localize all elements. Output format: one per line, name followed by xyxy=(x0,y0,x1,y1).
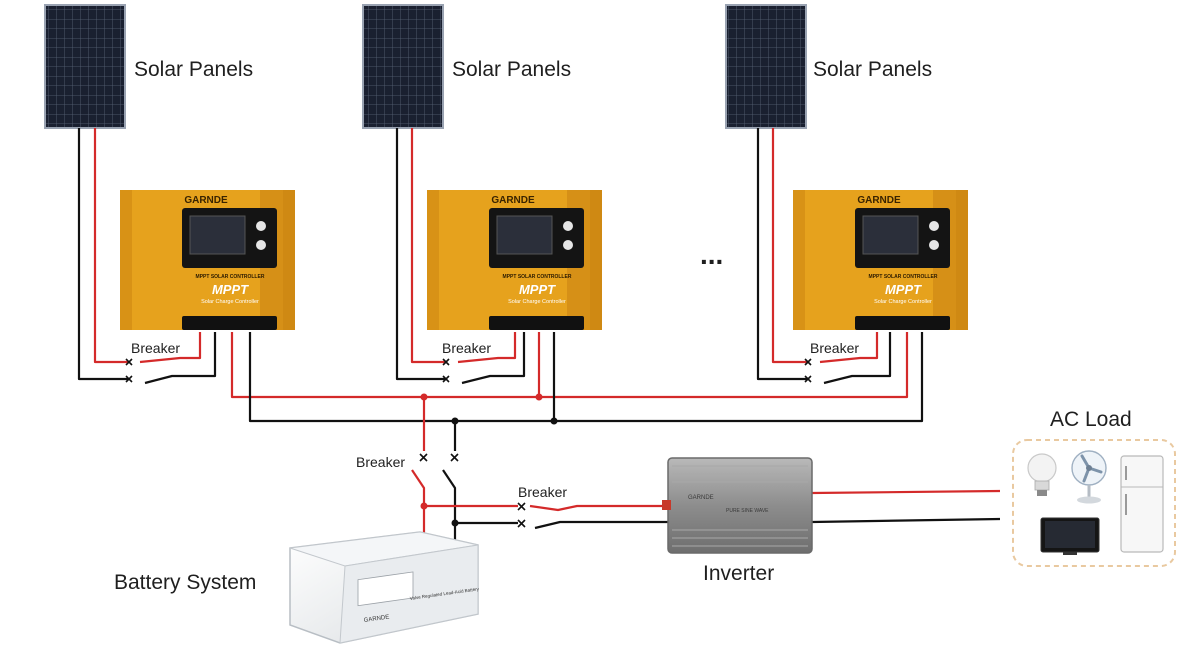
battery-brand: GARNDE xyxy=(363,614,389,624)
inverter-brand: GARNDE xyxy=(688,495,714,501)
breaker-label-1: Breaker xyxy=(131,340,180,356)
light-bulb-icon xyxy=(1027,453,1057,496)
controller-line: MPPT SOLAR CONTROLLER xyxy=(196,274,265,280)
inverter-plate-text: PURE SINE WAVE xyxy=(726,508,769,514)
controller-brand: GARNDE xyxy=(491,195,535,206)
controller-subtitle: Solar Charge Controller xyxy=(508,299,566,305)
battery-system: GARNDE Valve Regulated Lead-Acid Battery xyxy=(289,531,480,644)
ac-load-label: AC Load xyxy=(1050,408,1132,431)
wiring xyxy=(77,128,1001,540)
inverter-label: Inverter xyxy=(703,562,774,585)
controller-subtitle: Solar Charge Controller xyxy=(201,299,259,305)
solar-panel-3 xyxy=(725,4,807,129)
controller-subtitle: Solar Charge Controller xyxy=(874,299,932,305)
controller-brand: GARNDE xyxy=(857,195,901,206)
desk-fan-icon xyxy=(1071,450,1107,504)
television-icon xyxy=(1040,517,1100,555)
junction-dots xyxy=(420,393,558,527)
breaker-label-inverter: Breaker xyxy=(518,484,567,500)
inverter: GARNDE PURE SINE WAVE xyxy=(662,457,813,554)
breaker-label-2: Breaker xyxy=(442,340,491,356)
breaker-label-battery: Breaker xyxy=(356,454,405,470)
solar-panels-label-1: Solar Panels xyxy=(134,58,253,81)
controller-line: MPPT SOLAR CONTROLLER xyxy=(503,274,572,280)
solar-panels-label-2: Solar Panels xyxy=(452,58,571,81)
battery-system-label: Battery System xyxy=(114,571,256,594)
controller-line: MPPT SOLAR CONTROLLER xyxy=(869,274,938,280)
charge-controller-2: GARNDE MPPT SOLAR CONTROLLER MPPT Solar … xyxy=(426,189,603,331)
more-units-ellipsis: ... xyxy=(700,239,723,270)
controller-model: MPPT xyxy=(212,282,249,297)
solar-panel-1 xyxy=(44,4,126,129)
solar-panels-label-3: Solar Panels xyxy=(813,58,932,81)
controller-model: MPPT xyxy=(519,282,556,297)
breaker-label-3: Breaker xyxy=(810,340,859,356)
breaker-marks xyxy=(125,358,812,528)
charge-controller-1: GARNDE MPPT SOLAR CONTROLLER MPPT Solar … xyxy=(119,189,296,331)
refrigerator-icon xyxy=(1120,455,1164,553)
charge-controller-3: GARNDE MPPT SOLAR CONTROLLER MPPT Solar … xyxy=(792,189,969,331)
controller-brand: GARNDE xyxy=(184,195,228,206)
controller-model: MPPT xyxy=(885,282,922,297)
solar-panel-2 xyxy=(362,4,444,129)
